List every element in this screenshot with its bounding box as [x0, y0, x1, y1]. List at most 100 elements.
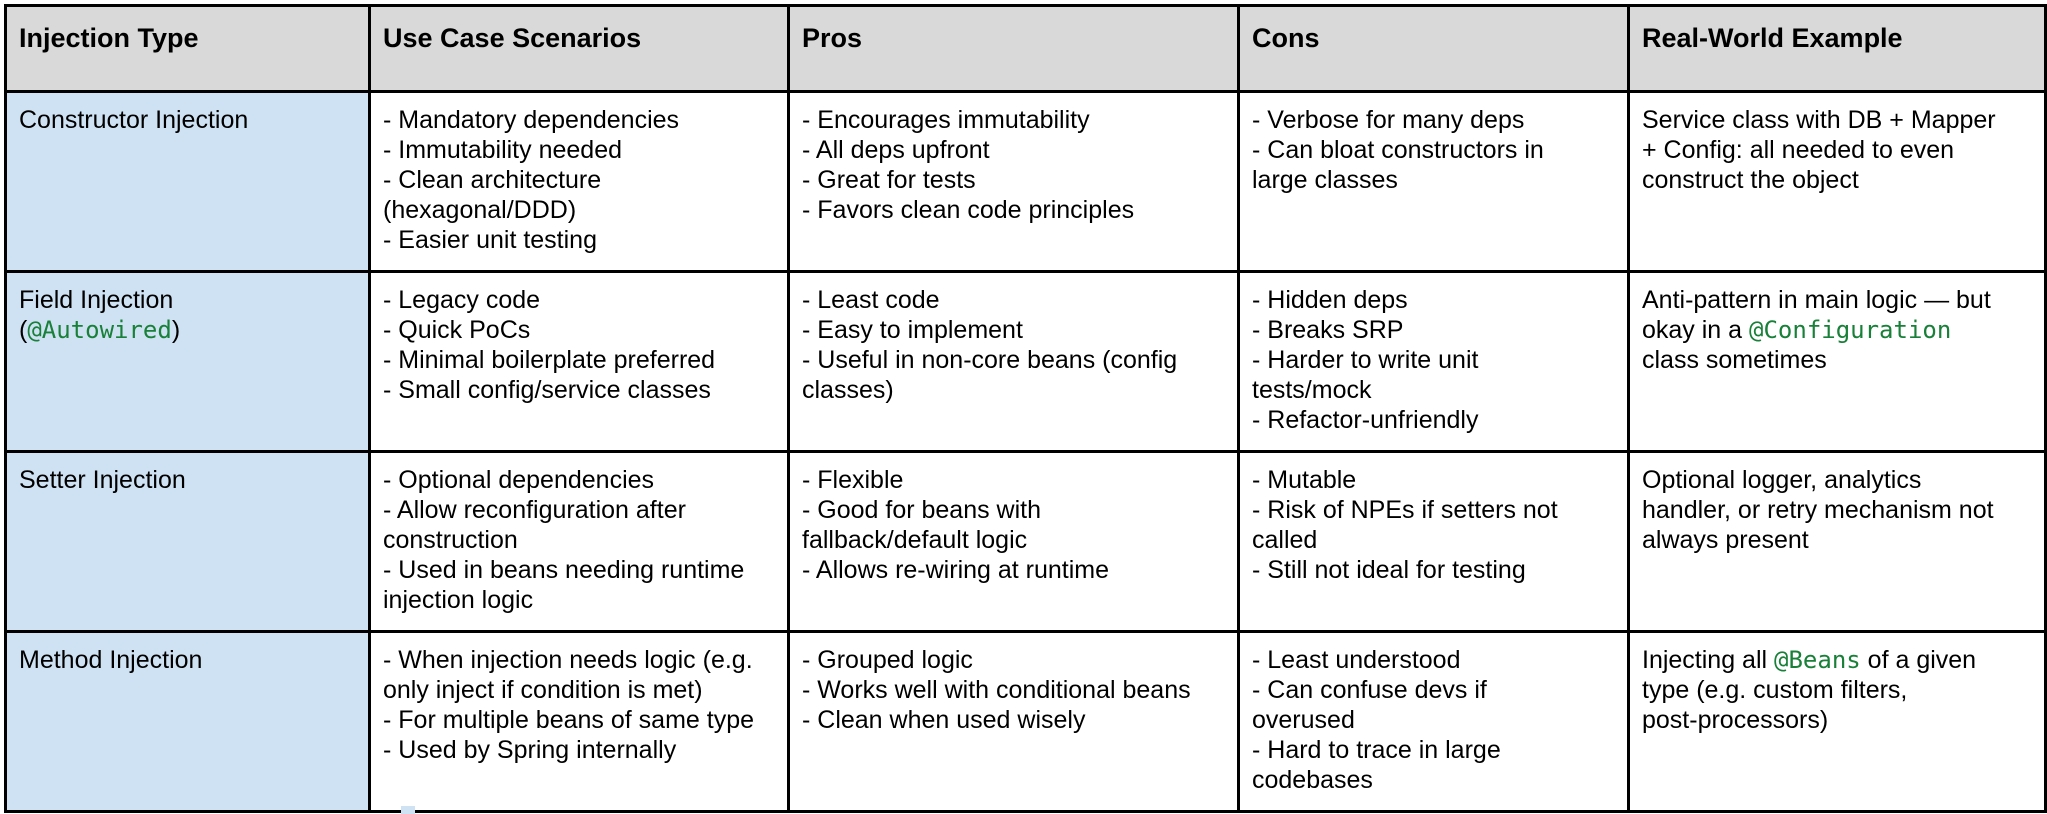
cell-injection-type[interactable]: Setter Injection: [4, 450, 371, 633]
cell-real-world-example[interactable]: Injecting all @Beans of a given type (e.…: [1627, 630, 2047, 813]
cell-use-cases[interactable]: - Optional dependencies - Allow reconfig…: [368, 450, 790, 633]
cell-use-cases[interactable]: - Mandatory dependencies - Immutability …: [368, 90, 790, 273]
header-real-world-example[interactable]: Real-World Example: [1627, 4, 2047, 93]
autowired-annotation: @Autowired: [27, 316, 172, 344]
cell-line: always present: [1642, 526, 1809, 554]
cell-line: tests/mock: [1252, 376, 1372, 404]
cell-line: - Quick PoCs: [383, 316, 531, 344]
example-text: okay in a: [1642, 316, 1750, 344]
cell-line: only inject if condition is met): [383, 676, 703, 704]
cell-line: - Risk of NPEs if setters not: [1252, 496, 1558, 524]
cell-line: - Harder to write unit: [1252, 346, 1479, 374]
header-pros[interactable]: Pros: [787, 4, 1240, 93]
cell-pros[interactable]: - Least code - Easy to implement - Usefu…: [787, 270, 1240, 453]
cell-line: - Hard to trace in large: [1252, 736, 1501, 764]
cell-line: - Useful in non-core beans (config: [802, 346, 1178, 374]
cell-line-with-code: okay in a @Configuration: [1642, 315, 2032, 345]
injection-comparison-table: Injection Type Use Case Scenarios Pros C…: [4, 4, 2047, 813]
cell-line: - Grouped logic: [802, 646, 973, 674]
cell-line: - Used in beans needing runtime: [383, 556, 745, 584]
cell-line: Anti-pattern in main logic — but: [1642, 286, 1991, 314]
header-cons[interactable]: Cons: [1237, 4, 1630, 93]
cell-line: fallback/default logic: [802, 526, 1028, 554]
header-use-case-scenarios[interactable]: Use Case Scenarios: [368, 4, 790, 93]
cell-line: Constructor Injection: [19, 106, 249, 134]
cell-line: - Optional dependencies: [383, 466, 655, 494]
table-row-method-injection: Method Injection - When injection needs …: [4, 630, 2047, 813]
cell-real-world-example[interactable]: Anti-pattern in main logic — but okay in…: [1627, 270, 2047, 453]
cell-line: - Favors clean code principles: [802, 196, 1135, 224]
cell-line: - Immutability needed: [383, 136, 623, 164]
cell-line: handler, or retry mechanism not: [1642, 496, 1994, 524]
cell-line: - Clean architecture: [383, 166, 602, 194]
cell-cons[interactable]: - Least understood - Can confuse devs if…: [1237, 630, 1630, 813]
cell-line: - Great for tests: [802, 166, 976, 194]
cell-line: classes): [802, 376, 894, 404]
cell-cons[interactable]: - Verbose for many deps - Can bloat cons…: [1237, 90, 1630, 273]
cell-line-with-code: Injecting all @Beans of a given: [1642, 645, 2032, 675]
cell-line: called: [1252, 526, 1318, 554]
table-row-field-injection: Field Injection (@Autowired) - Legacy co…: [4, 270, 2047, 453]
cell-line: - Good for beans with: [802, 496, 1042, 524]
cell-line: Setter Injection: [19, 466, 186, 494]
cell-line: - Allows re-wiring at runtime: [802, 556, 1110, 584]
cell-line: - Least understood: [1252, 646, 1461, 674]
cell-line: codebases: [1252, 766, 1373, 794]
cell-line: - When injection needs logic (e.g.: [383, 646, 753, 674]
example-text: Injecting all: [1642, 646, 1775, 674]
example-text: of a given: [1860, 646, 1977, 674]
open-paren: (: [19, 316, 28, 344]
cell-line: Method Injection: [19, 646, 203, 674]
cell-line: construction: [383, 526, 518, 554]
cell-line: - Verbose for many deps: [1252, 106, 1525, 134]
cell-injection-type[interactable]: Constructor Injection: [4, 90, 371, 273]
cell-line: - Easy to implement: [802, 316, 1023, 344]
cell-line: Optional logger, analytics: [1642, 466, 1922, 494]
cell-line: - Encourages immutability: [802, 106, 1090, 134]
cell-line: construct the object: [1642, 166, 1859, 194]
cell-cons[interactable]: - Hidden deps - Breaks SRP - Harder to w…: [1237, 270, 1630, 453]
cell-line: Service class with DB + Mapper: [1642, 106, 1996, 134]
cell-line: - Can confuse devs if: [1252, 676, 1487, 704]
cell-injection-type[interactable]: Field Injection (@Autowired): [4, 270, 371, 453]
cell-line: - Flexible: [802, 466, 904, 494]
cell-line: post-processors): [1642, 706, 1829, 734]
header-injection-type[interactable]: Injection Type: [4, 4, 371, 93]
cell-line: Field Injection: [19, 286, 174, 314]
cell-line: injection logic: [383, 586, 534, 614]
cell-line: large classes: [1252, 166, 1398, 194]
cell-line-with-code: (@Autowired): [19, 315, 356, 345]
cell-line: - Works well with conditional beans: [802, 676, 1191, 704]
cell-line: overused: [1252, 706, 1355, 734]
cell-line: - Breaks SRP: [1252, 316, 1404, 344]
cell-pros[interactable]: - Encourages immutability - All deps upf…: [787, 90, 1240, 273]
cell-line: - Mandatory dependencies: [383, 106, 680, 134]
cell-line: - Allow reconfiguration after: [383, 496, 686, 524]
cell-line: - Minimal boilerplate preferred: [383, 346, 716, 374]
cell-real-world-example[interactable]: Optional logger, analytics handler, or r…: [1627, 450, 2047, 633]
cell-pros[interactable]: - Grouped logic - Works well with condit…: [787, 630, 1240, 813]
cell-line: - All deps upfront: [802, 136, 990, 164]
cell-line: - Used by Spring internally: [383, 736, 677, 764]
close-paren: ): [171, 316, 181, 344]
cell-line: - Can bloat constructors in: [1252, 136, 1544, 164]
cell-line: - For multiple beans of same type: [383, 706, 754, 734]
cell-line: - Legacy code: [383, 286, 541, 314]
cell-line: - Small config/service classes: [383, 376, 711, 404]
cell-line: type (e.g. custom filters,: [1642, 676, 1908, 704]
cell-line: class sometimes: [1642, 346, 1827, 374]
cell-injection-type[interactable]: Method Injection: [4, 630, 371, 813]
cell-line: (hexagonal/DDD): [383, 196, 577, 224]
cell-line: - Easier unit testing: [383, 226, 597, 254]
cell-line: + Config: all needed to even: [1642, 136, 1955, 164]
cell-line: - Hidden deps: [1252, 286, 1408, 314]
cell-pros[interactable]: - Flexible - Good for beans with fallbac…: [787, 450, 1240, 633]
cell-cons[interactable]: - Mutable - Risk of NPEs if setters not …: [1237, 450, 1630, 633]
cell-real-world-example[interactable]: Service class with DB + Mapper + Config:…: [1627, 90, 2047, 273]
cell-line: - Clean when used wisely: [802, 706, 1086, 734]
table-row-setter-injection: Setter Injection - Optional dependencies…: [4, 450, 2047, 633]
cell-use-cases[interactable]: - Legacy code - Quick PoCs - Minimal boi…: [368, 270, 790, 453]
cell-line: - Least code: [802, 286, 940, 314]
cell-use-cases[interactable]: - When injection needs logic (e.g. only …: [368, 630, 790, 813]
